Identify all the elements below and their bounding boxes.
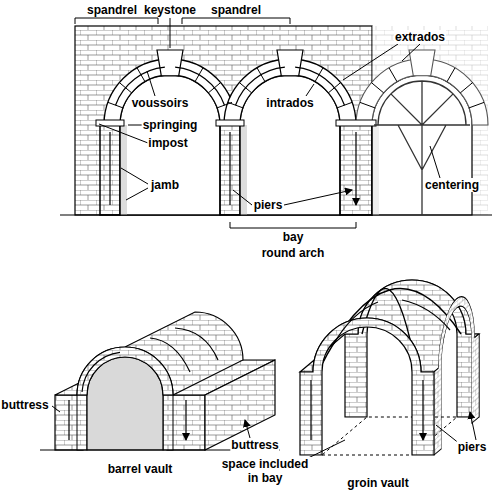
leader-line xyxy=(99,18,440,205)
vault-wall xyxy=(163,395,173,450)
vault-opening xyxy=(87,357,163,450)
part-label: jamb xyxy=(150,178,180,192)
groin-front-face xyxy=(300,318,434,455)
keystone-block xyxy=(277,50,303,76)
thrust-arrow xyxy=(110,67,356,205)
part-label: groin vault xyxy=(346,476,409,490)
vault-ring xyxy=(77,347,173,395)
part-label: keystone xyxy=(143,3,197,17)
part-label: piers xyxy=(253,198,284,212)
part-label: centering xyxy=(424,178,480,192)
part-label: space included in bay xyxy=(214,457,316,485)
jamb-reveal xyxy=(240,125,247,215)
thrust-arrow xyxy=(69,328,218,440)
keystone-block xyxy=(157,50,183,76)
leader-line xyxy=(300,412,476,462)
part-label: piers xyxy=(457,440,488,454)
part-label: buttress xyxy=(230,438,279,452)
part-label: round arch xyxy=(261,246,326,260)
dimension-bracket xyxy=(75,18,356,228)
impost-block xyxy=(336,120,376,126)
part-label: impost xyxy=(147,136,188,150)
part-label: springing xyxy=(142,118,199,132)
part-label: voussoirs xyxy=(131,96,190,110)
impost-block xyxy=(96,120,124,126)
impost-block xyxy=(216,120,244,126)
ground-line xyxy=(60,214,492,215)
part-label: intrados xyxy=(265,96,314,110)
vault-wall xyxy=(77,395,87,450)
leader-line xyxy=(52,406,250,438)
thrust-arrow xyxy=(311,300,450,440)
jamb-reveal xyxy=(372,125,379,215)
part-label: extrados xyxy=(394,30,446,44)
part-label: spandrel xyxy=(86,3,138,17)
centering-frame xyxy=(374,81,470,215)
arch-opening xyxy=(120,75,472,215)
part-label: buttress xyxy=(0,398,49,412)
bay-floor xyxy=(322,417,457,455)
part-label: bay xyxy=(282,230,305,244)
part-label: barrel vault xyxy=(107,462,174,476)
part-label: spandrel xyxy=(210,3,262,17)
keystone-block xyxy=(409,50,435,76)
